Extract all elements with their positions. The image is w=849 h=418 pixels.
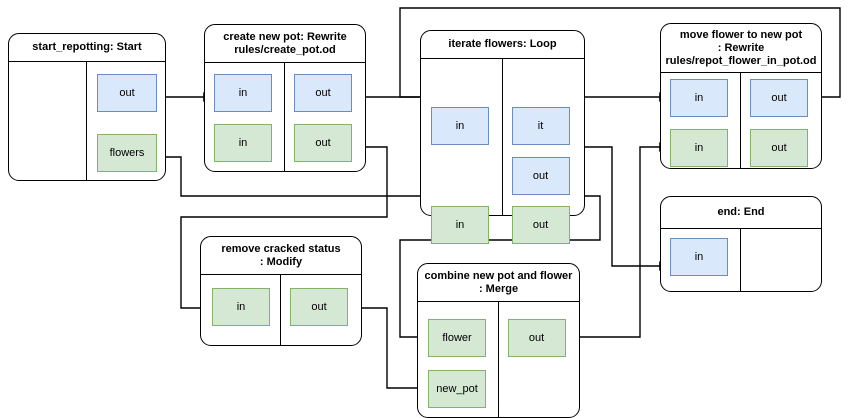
port-merge-flower[interactable]: flower bbox=[428, 319, 486, 357]
node-title-line: : Merge bbox=[478, 282, 519, 295]
node-title-line: create new pot: Rewrite bbox=[223, 30, 347, 43]
node-body-iterate-flowers: in in it out out bbox=[421, 59, 585, 244]
node-title-line: rules/repot_flower_in_pot.od bbox=[665, 54, 817, 67]
node-title-remove-cracked-status: remove cracked status : Modify bbox=[201, 237, 361, 275]
node-body-combine-new-pot-and-flower: flower new_pot out bbox=[418, 302, 579, 417]
port-loop-it[interactable]: it bbox=[511, 107, 570, 145]
node-inputs-remove-cracked: in bbox=[201, 275, 281, 345]
node-outputs-merge: out bbox=[499, 302, 580, 417]
port-createpot-in-blue[interactable]: in bbox=[214, 74, 272, 112]
port-loop-in-blue[interactable]: in bbox=[431, 107, 489, 145]
node-title-line: start_repotting: Start bbox=[32, 41, 142, 53]
port-loop-in-green[interactable]: in bbox=[431, 206, 489, 244]
port-start-flowers[interactable]: flowers bbox=[97, 134, 157, 172]
node-body-create-new-pot: in in out out bbox=[205, 63, 365, 171]
node-title-start-repotting: start_repotting: Start bbox=[9, 34, 165, 62]
node-outputs-iterate-flowers: it out out bbox=[503, 59, 585, 244]
node-title-move-flower-to-new-pot: move flower to new pot : Rewrite rules/r… bbox=[661, 24, 821, 73]
port-createpot-out-green[interactable]: out bbox=[294, 124, 352, 162]
port-createpot-out-blue[interactable]: out bbox=[294, 74, 352, 112]
node-inputs-create-new-pot: in in bbox=[205, 63, 285, 171]
port-loop-out-blue[interactable]: out bbox=[511, 157, 570, 195]
node-title-line: : Rewrite bbox=[717, 41, 765, 54]
port-removecracked-out[interactable]: out bbox=[290, 288, 348, 326]
port-moveflower-out-green[interactable]: out bbox=[750, 129, 808, 167]
node-title-iterate-flowers: iterate flowers: Loop bbox=[421, 31, 584, 59]
port-createpot-in-green[interactable]: in bbox=[214, 124, 272, 162]
node-title-line: remove cracked status bbox=[221, 242, 341, 255]
node-create-new-pot[interactable]: create new pot: Rewrite rules/create_pot… bbox=[204, 24, 366, 172]
node-body-move-flower-to-new-pot: in in out out bbox=[661, 73, 821, 168]
node-title-create-new-pot: create new pot: Rewrite rules/create_pot… bbox=[205, 25, 365, 63]
node-remove-cracked-status[interactable]: remove cracked status : Modify in out bbox=[200, 236, 362, 346]
port-moveflower-out-blue[interactable]: out bbox=[750, 79, 808, 117]
node-title-line: end: End bbox=[717, 206, 765, 218]
node-body-start-repotting: out flowers bbox=[9, 62, 165, 180]
node-outputs-start-repotting: out flowers bbox=[87, 62, 165, 180]
node-title-line: iterate flowers: Loop bbox=[448, 38, 557, 50]
node-end[interactable]: end: End in bbox=[660, 196, 822, 292]
node-start-repotting[interactable]: start_repotting: Start out flowers bbox=[8, 33, 166, 181]
port-start-out[interactable]: out bbox=[97, 74, 157, 112]
port-moveflower-in-blue[interactable]: in bbox=[670, 79, 728, 117]
node-inputs-start-repotting bbox=[9, 62, 87, 180]
port-merge-out[interactable]: out bbox=[507, 319, 566, 357]
node-inputs-merge: flower new_pot bbox=[418, 302, 499, 417]
node-title-combine-new-pot-and-flower: combine new pot and flower : Merge bbox=[418, 264, 579, 302]
node-outputs-end bbox=[741, 229, 821, 291]
node-title-line: combine new pot and flower bbox=[424, 269, 573, 282]
port-end-in[interactable]: in bbox=[670, 238, 728, 276]
node-inputs-move-flower: in in bbox=[661, 73, 741, 168]
node-outputs-remove-cracked: out bbox=[281, 275, 361, 345]
port-moveflower-in-green[interactable]: in bbox=[670, 129, 728, 167]
node-iterate-flowers[interactable]: iterate flowers: Loop in in it out out bbox=[420, 30, 585, 244]
port-removecracked-in[interactable]: in bbox=[212, 288, 270, 326]
node-outputs-move-flower: out out bbox=[741, 73, 821, 168]
node-outputs-create-new-pot: out out bbox=[285, 63, 365, 171]
port-loop-out-green[interactable]: out bbox=[511, 206, 570, 244]
port-merge-new-pot[interactable]: new_pot bbox=[428, 370, 486, 408]
node-inputs-iterate-flowers: in in bbox=[421, 59, 503, 244]
node-body-end: in bbox=[661, 229, 821, 291]
node-title-line: rules/create_pot.od bbox=[234, 43, 336, 56]
node-title-end: end: End bbox=[661, 197, 821, 229]
node-combine-new-pot-and-flower[interactable]: combine new pot and flower : Merge flowe… bbox=[417, 263, 580, 418]
node-body-remove-cracked-status: in out bbox=[201, 275, 361, 345]
node-move-flower-to-new-pot[interactable]: move flower to new pot : Rewrite rules/r… bbox=[660, 23, 822, 169]
node-title-line: move flower to new pot bbox=[679, 28, 803, 41]
node-inputs-end: in bbox=[661, 229, 741, 291]
node-title-line: : Modify bbox=[259, 255, 303, 268]
